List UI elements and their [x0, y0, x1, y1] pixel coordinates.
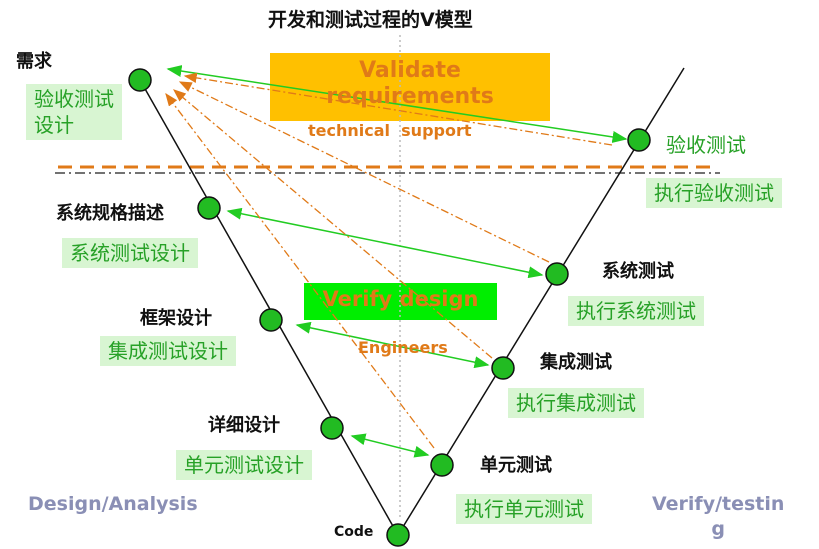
stage-label-system-spec: 系统规格描述 — [56, 203, 164, 224]
design-box-unit: 单元测试设计 — [176, 450, 312, 480]
exec-box-integration: 执行集成测试 — [508, 388, 644, 418]
v-left-line — [139, 79, 399, 536]
feedback-from-unit — [165, 92, 435, 449]
feedback-from-system — [178, 81, 550, 263]
arrow-acceptance — [166, 65, 628, 143]
node-integration-test — [491, 356, 515, 380]
stage-label-architecture: 框架设计 — [140, 308, 212, 329]
code-label: Code — [334, 524, 374, 540]
stage-label-integration-test: 集成测试 — [540, 352, 612, 373]
node-requirements — [128, 68, 152, 92]
node-system-test — [545, 262, 569, 286]
engineers-label: Engineers — [358, 338, 448, 357]
stage-label-detailed-design: 详细设计 — [208, 415, 280, 436]
stage-label-requirements: 需求 — [16, 51, 52, 72]
exec-box-acceptance: 执行验收测试 — [646, 178, 782, 208]
validate-requirements-label: Validate requirements — [326, 58, 494, 110]
diagram-title: 开发和测试过程的V模型 — [268, 9, 473, 31]
node-system-spec — [197, 196, 221, 220]
node-detailed-design — [320, 416, 344, 440]
arrow-unit — [350, 433, 430, 458]
technical-support-label: technical support — [308, 121, 472, 140]
design-analysis-label: Design/Analysis — [28, 493, 198, 515]
stage-label-system-test: 系统测试 — [602, 261, 674, 282]
arrow-system — [226, 207, 544, 279]
design-box-system: 系统测试设计 — [62, 238, 198, 268]
stage-label-acceptance-test: 验收测试 — [666, 133, 746, 157]
exec-box-unit: 执行单元测试 — [456, 494, 592, 524]
verify-testing-label: Verify/testin g — [652, 493, 785, 540]
verify-design-label: Verify design — [322, 287, 479, 311]
node-architecture — [259, 308, 283, 332]
exec-box-system: 执行系统测试 — [568, 296, 704, 326]
node-acceptance-test — [627, 128, 651, 152]
stage-label-unit-test: 单元测试 — [480, 455, 552, 476]
design-box-integration: 集成测试设计 — [100, 336, 236, 366]
node-code — [386, 523, 410, 547]
feedback-from-integration — [173, 89, 493, 359]
arrow-integration — [295, 321, 490, 369]
node-unit-test — [430, 453, 454, 477]
design-box-acceptance: 验收测试 设计 — [26, 84, 122, 140]
